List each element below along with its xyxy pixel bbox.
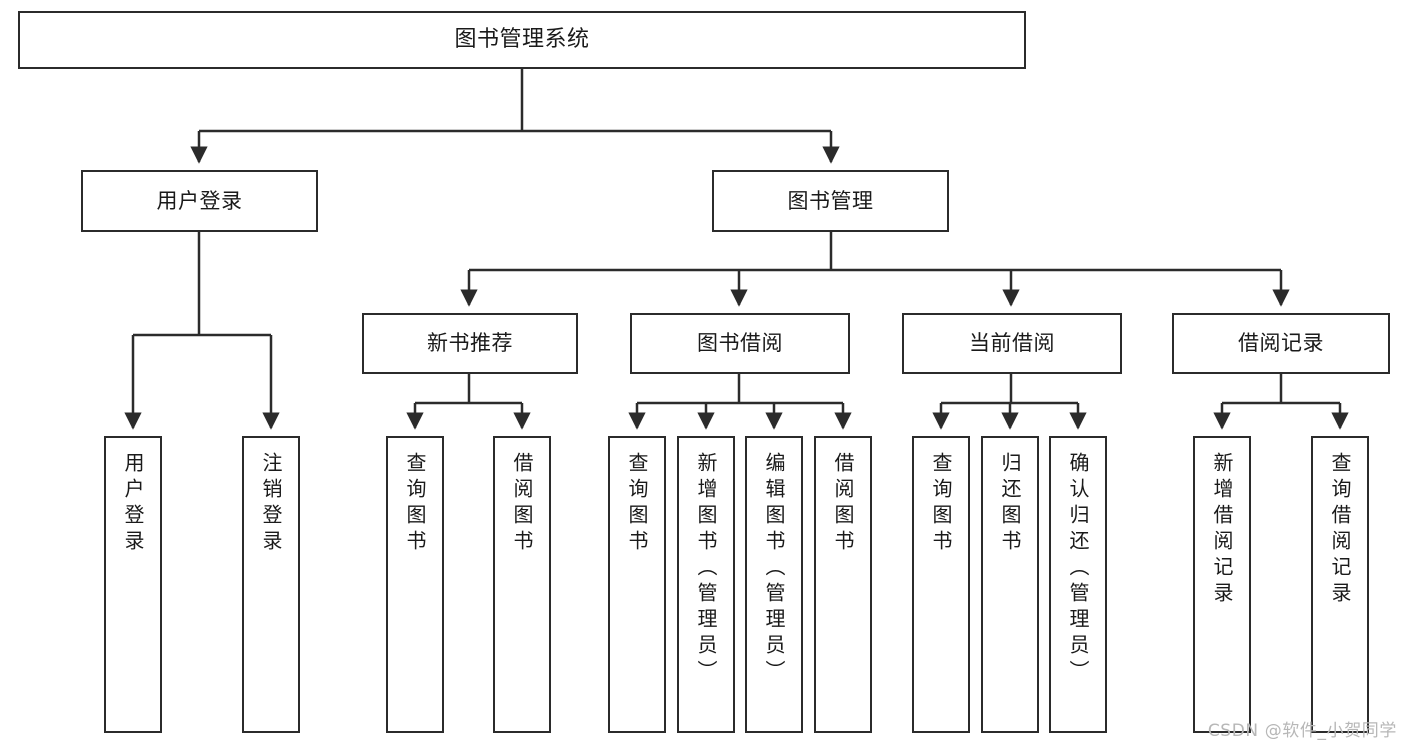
leaf-current-query-books[interactable]: 查询图书 <box>912 436 970 733</box>
leaf-borrow-edit-book-admin[interactable]: 编辑图书（管理员） <box>745 436 803 733</box>
node-book-management[interactable]: 图书管理 <box>712 170 949 232</box>
node-label: 借阅图书 <box>831 452 855 556</box>
leaf-user-login-login[interactable]: 用户登录 <box>104 436 162 733</box>
node-current-borrowing[interactable]: 当前借阅 <box>902 313 1122 374</box>
node-label: 用户登录 <box>121 452 145 556</box>
leaf-borrow-borrow-books[interactable]: 借阅图书 <box>814 436 872 733</box>
leaf-current-confirm-return-admin[interactable]: 确认归还（管理员） <box>1049 436 1107 733</box>
node-label: 查询图书 <box>403 452 427 556</box>
node-label: 借阅记录 <box>1238 331 1324 356</box>
leaf-new-book-borrow-books[interactable]: 借阅图书 <box>493 436 551 733</box>
leaf-record-add-borrow-record[interactable]: 新增借阅记录 <box>1193 436 1251 733</box>
node-label: 新增图书（管理员） <box>694 452 718 686</box>
node-label: 注销登录 <box>259 452 283 556</box>
node-label: 查询图书 <box>929 452 953 556</box>
node-label: 用户登录 <box>156 188 243 213</box>
leaf-user-login-logout[interactable]: 注销登录 <box>242 436 300 733</box>
node-label: 图书管理系统 <box>454 27 590 53</box>
leaf-borrow-add-book-admin[interactable]: 新增图书（管理员） <box>677 436 735 733</box>
csdn-watermark: CSDN @软件_小贺同学 <box>1207 721 1397 741</box>
node-label: 图书借阅 <box>697 331 783 356</box>
node-book-borrowing[interactable]: 图书借阅 <box>630 313 850 374</box>
node-label: 归还图书 <box>998 452 1022 556</box>
node-user-login[interactable]: 用户登录 <box>81 170 318 232</box>
node-borrowing-records[interactable]: 借阅记录 <box>1172 313 1390 374</box>
node-label: 新书推荐 <box>427 331 513 356</box>
leaf-new-book-query-books[interactable]: 查询图书 <box>386 436 444 733</box>
node-root-book-management-system[interactable]: 图书管理系统 <box>18 11 1026 69</box>
leaf-current-return-books[interactable]: 归还图书 <box>981 436 1039 733</box>
node-label: 图书管理 <box>787 188 874 213</box>
node-label: 查询借阅记录 <box>1328 452 1352 608</box>
node-label: 借阅图书 <box>510 452 534 556</box>
node-new-book-recommendation[interactable]: 新书推荐 <box>362 313 578 374</box>
node-label: 确认归还（管理员） <box>1066 452 1090 686</box>
leaf-record-query-borrow-record[interactable]: 查询借阅记录 <box>1311 436 1369 733</box>
node-label: 当前借阅 <box>969 331 1055 356</box>
node-label: 查询图书 <box>625 452 649 556</box>
leaf-borrow-query-books[interactable]: 查询图书 <box>608 436 666 733</box>
node-label: 新增借阅记录 <box>1210 452 1234 608</box>
node-label: 编辑图书（管理员） <box>762 452 786 686</box>
